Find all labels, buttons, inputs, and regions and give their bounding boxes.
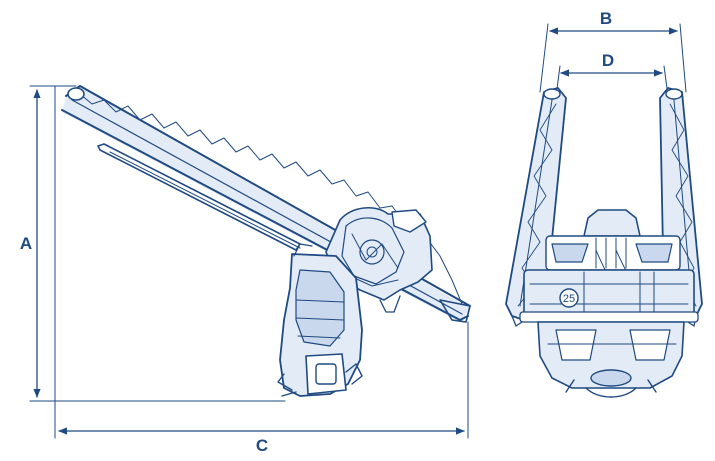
number-badge: 25 — [559, 288, 579, 308]
dimension-c: C — [58, 427, 465, 455]
dimension-a-label: A — [20, 234, 32, 253]
motor-body — [277, 243, 363, 397]
badge-number: 25 — [563, 293, 575, 305]
base-frame — [519, 269, 699, 323]
dimension-b: B — [549, 9, 678, 35]
dimension-b-label: B — [600, 9, 612, 28]
front-view: B D — [505, 9, 703, 398]
dimension-c-label: C — [256, 436, 268, 455]
dimension-a: A — [20, 89, 41, 398]
side-view: A C — [20, 85, 471, 455]
extension-lines — [29, 85, 469, 439]
dimension-d-label: D — [602, 51, 614, 70]
lower-housing — [537, 321, 685, 398]
dimension-d: D — [560, 51, 663, 77]
